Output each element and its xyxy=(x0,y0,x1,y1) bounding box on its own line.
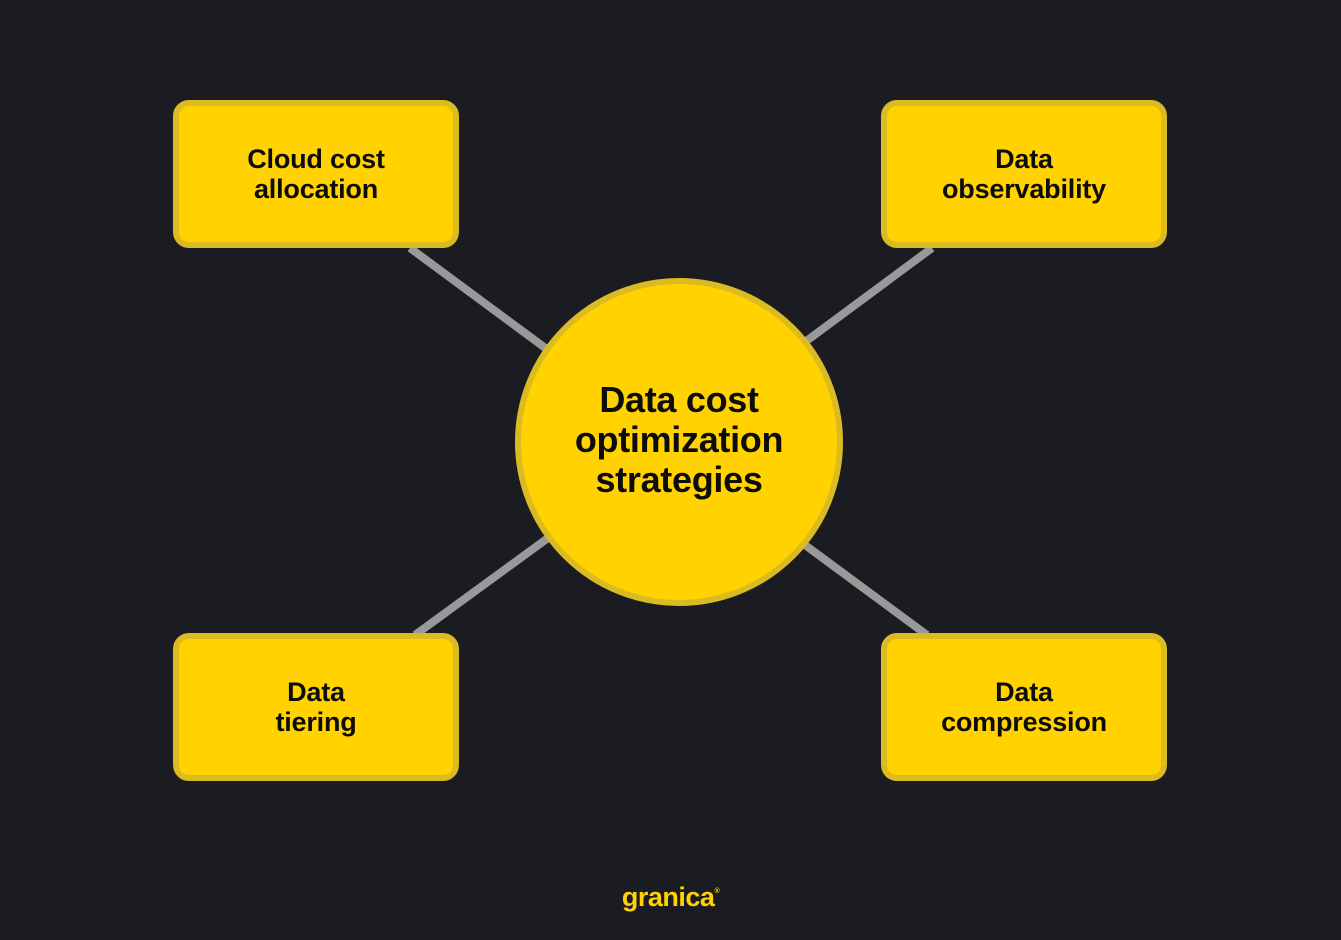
brand-logo: granica® xyxy=(0,882,1341,913)
node-data-observability: Data observability xyxy=(881,100,1167,248)
connector-bottom-left xyxy=(412,534,551,639)
center-label: Data cost optimization strategies xyxy=(574,379,784,500)
node-label: Data tiering xyxy=(275,677,357,737)
node-label: Data compression xyxy=(941,677,1107,737)
node-label: Data observability xyxy=(942,144,1106,204)
node-cloud-cost-allocation: Cloud cost allocation xyxy=(173,100,459,248)
registered-mark-icon: ® xyxy=(714,888,720,895)
node-data-compression: Data compression xyxy=(881,633,1167,781)
logo-text: granica xyxy=(621,882,715,912)
node-label: Cloud cost allocation xyxy=(247,144,385,204)
node-data-tiering: Data tiering xyxy=(173,633,459,781)
center-node: Data cost optimization strategies xyxy=(515,278,843,606)
connector-bottom-right xyxy=(802,541,930,639)
connector-top-right xyxy=(802,244,935,346)
connector-top-left xyxy=(407,244,551,354)
